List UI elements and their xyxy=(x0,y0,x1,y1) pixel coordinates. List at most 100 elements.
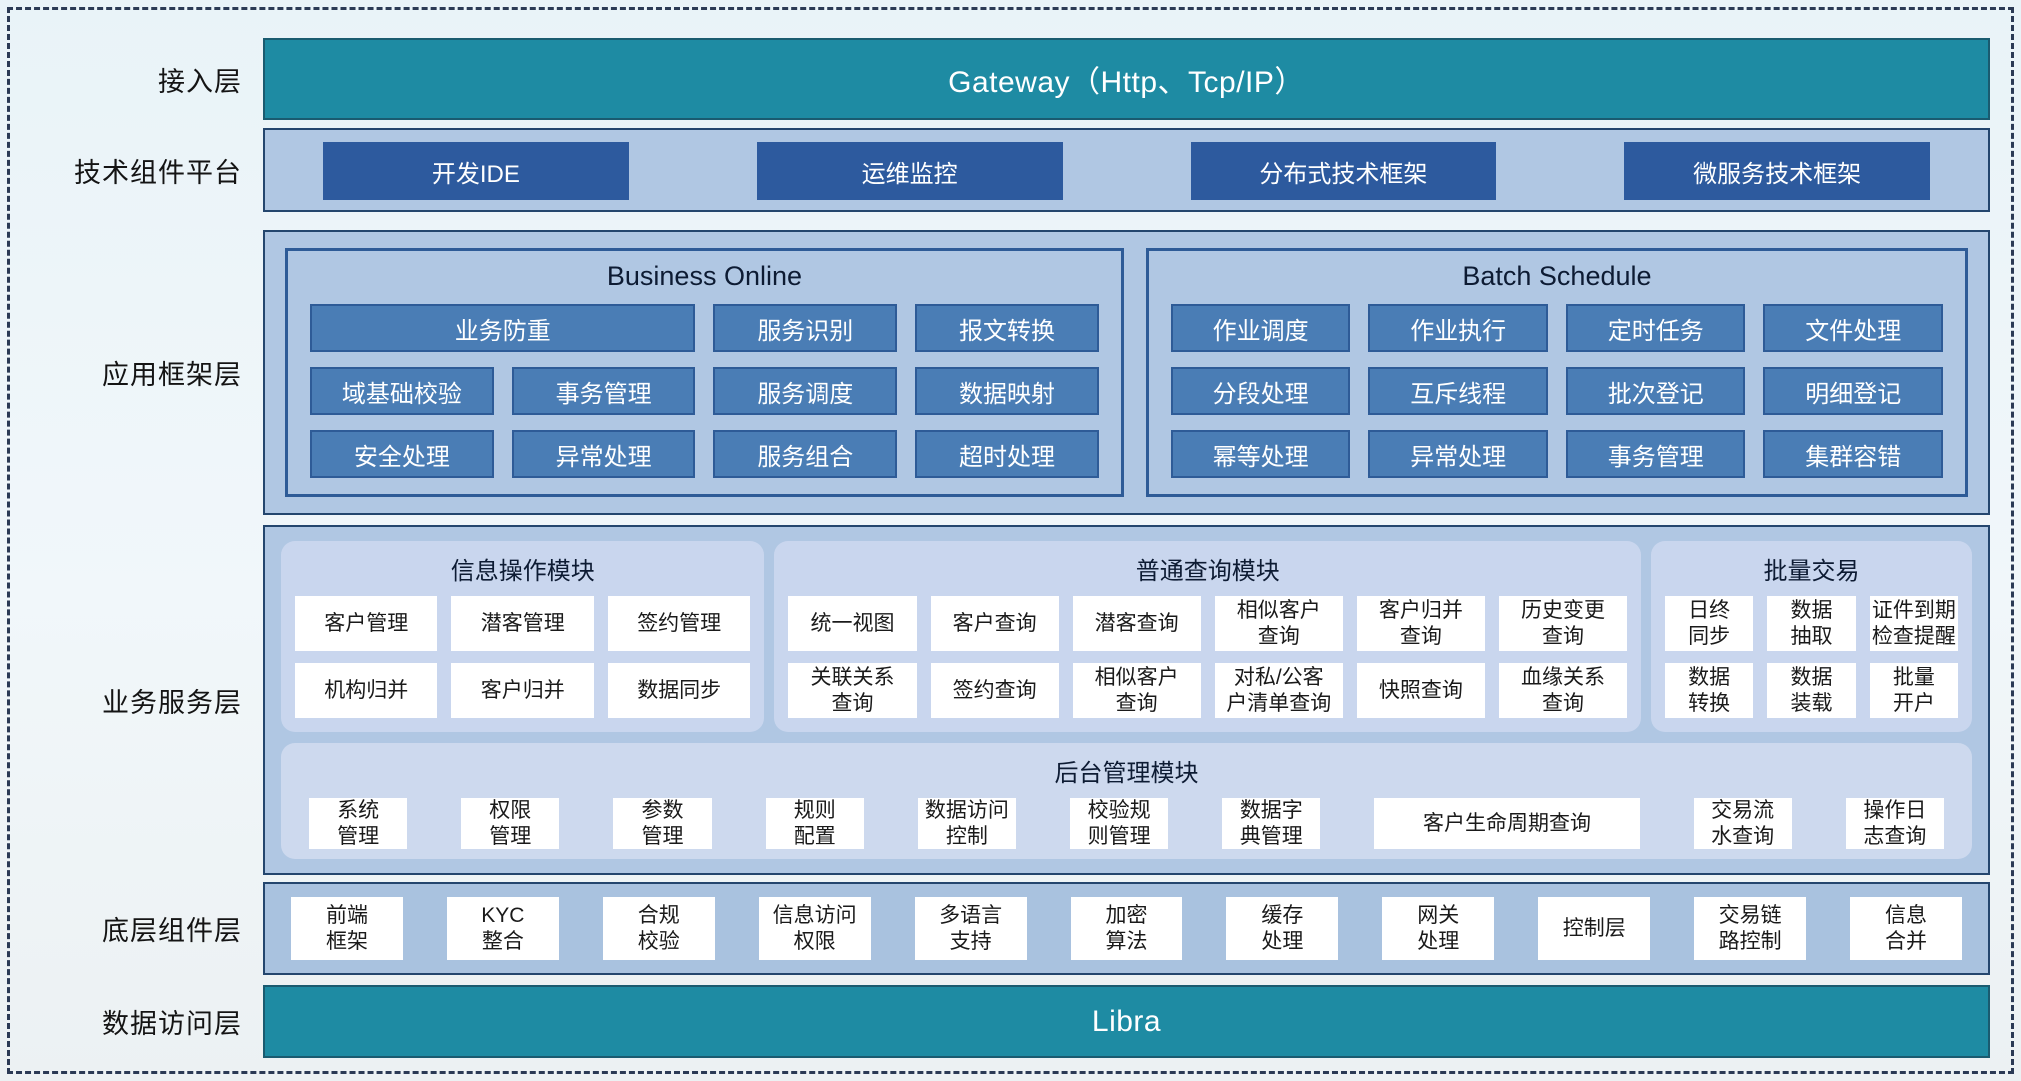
admin-module-button[interactable]: 参数 管理 xyxy=(613,798,712,850)
business-online-button[interactable]: 业务防重 xyxy=(310,304,696,352)
info-operation-button[interactable]: 客户归并 xyxy=(451,663,594,719)
common-query-button[interactable]: 客户查询 xyxy=(930,596,1059,652)
base-component-button[interactable]: 前端 框架 xyxy=(291,897,403,960)
tech-platform-button[interactable]: 微服务技术框架 xyxy=(1624,142,1930,200)
batch-schedule-button[interactable]: 集群容错 xyxy=(1763,430,1943,478)
batch-schedule-button[interactable]: 幂等处理 xyxy=(1170,430,1351,478)
batch-schedule-button[interactable]: 事务管理 xyxy=(1565,430,1746,478)
common-query-grid: 统一视图客户查询潜客查询相似客户 查询客户归并 查询历史变更 查询关联关系 查询… xyxy=(788,596,1628,719)
business-online-grid: 业务防重服务识别报文转换域基础校验事务管理服务调度数据映射安全处理异常处理服务组… xyxy=(310,304,1099,478)
batch-schedule-button[interactable]: 明细登记 xyxy=(1763,367,1943,415)
base-component-button[interactable]: 合规 校验 xyxy=(602,897,715,960)
tech-platform-panel: 开发IDE 运维监控 分布式技术框架 微服务技术框架 xyxy=(263,128,1990,212)
libra-bar: Libra xyxy=(263,985,1990,1058)
business-online-button[interactable]: 超时处理 xyxy=(915,430,1099,478)
batch-schedule-button[interactable]: 作业执行 xyxy=(1368,304,1548,352)
batch-schedule-button[interactable]: 文件处理 xyxy=(1763,304,1943,352)
admin-module-row: 系统 管理 权限 管理 参数 管理 规则 配置 数据访问 控制 校验规 则管理 数据字 典管… xyxy=(309,798,1944,850)
batch-schedule-button[interactable]: 分段处理 xyxy=(1170,367,1351,415)
batch-schedule-box: Batch Schedule 作业调度作业执行定时任务文件处理分段处理互斥线程批… xyxy=(1145,248,1968,497)
business-online-button[interactable]: 域基础校验 xyxy=(310,367,494,415)
base-component-button[interactable]: 信息访问 权限 xyxy=(758,897,871,960)
batch-trade-button[interactable]: 证件到期 检查提醒 xyxy=(1869,596,1958,652)
batch-schedule-button[interactable]: 批次登记 xyxy=(1565,367,1746,415)
common-query-button[interactable]: 快照查询 xyxy=(1356,663,1485,719)
batch-schedule-title: Batch Schedule xyxy=(1462,261,1652,291)
common-query-button[interactable]: 客户归并 查询 xyxy=(1356,596,1485,652)
common-query-button[interactable]: 潜客查询 xyxy=(1072,596,1201,652)
layer-label-base-component: 底层组件层 xyxy=(102,916,242,946)
common-query-module: 普通查询模块 统一视图客户查询潜客查询相似客户 查询客户归并 查询历史变更 查询… xyxy=(774,541,1642,733)
business-online-button[interactable]: 服务调度 xyxy=(713,367,898,415)
admin-module-button[interactable]: 数据字 典管理 xyxy=(1222,798,1321,850)
batch-trade-button[interactable]: 数据 装载 xyxy=(1767,663,1856,719)
layer-label-tech-platform: 技术组件平台 xyxy=(74,157,242,188)
admin-module-title: 后台管理模块 xyxy=(1054,760,1199,788)
info-operation-module: 信息操作模块 客户管理潜客管理签约管理机构归并客户归并数据同步 xyxy=(281,541,765,733)
common-query-button[interactable]: 相似客户 查询 xyxy=(1072,663,1201,719)
info-operation-button[interactable]: 客户管理 xyxy=(295,596,438,652)
batch-schedule-button[interactable]: 作业调度 xyxy=(1170,304,1351,352)
batch-schedule-grid: 作业调度作业执行定时任务文件处理分段处理互斥线程批次登记明细登记幂等处理异常处理… xyxy=(1170,304,1943,478)
admin-module-button[interactable]: 客户生命周期查询 xyxy=(1374,798,1640,850)
batch-schedule-button[interactable]: 定时任务 xyxy=(1565,304,1746,352)
business-online-box: Business Online 业务防重服务识别报文转换域基础校验事务管理服务调… xyxy=(285,248,1124,497)
batch-trade-button[interactable]: 数据 转换 xyxy=(1665,663,1754,719)
layer-label-access: 接入层 xyxy=(158,66,242,97)
common-query-button[interactable]: 统一视图 xyxy=(788,596,917,652)
business-online-button[interactable]: 事务管理 xyxy=(511,367,696,415)
admin-module: 后台管理模块 系统 管理 权限 管理 参数 管理 规则 配置 数据访问 控制 校验规 则管… xyxy=(281,743,1972,859)
common-query-module-title: 普通查询模块 xyxy=(1135,558,1280,585)
admin-module-button[interactable]: 规则 配置 xyxy=(765,798,864,850)
base-component-button[interactable]: 加密 算法 xyxy=(1070,897,1183,960)
base-component-button[interactable]: 交易链 路控制 xyxy=(1694,897,1807,960)
info-operation-button[interactable]: 机构归并 xyxy=(295,663,438,719)
business-online-button[interactable]: 数据映射 xyxy=(915,367,1099,415)
base-component-button[interactable]: 网关 处理 xyxy=(1382,897,1495,960)
batch-trade-button[interactable]: 日终 同步 xyxy=(1665,596,1754,652)
common-query-button[interactable]: 相似客户 查询 xyxy=(1214,596,1343,652)
base-component-panel: 前端 框架 KYC 整合合规 校验信息访问 权限多语言 支持加密 算法缓存 处理网… xyxy=(263,882,1990,975)
business-online-button[interactable]: 服务识别 xyxy=(713,304,898,352)
business-service-modules-row: 信息操作模块 客户管理潜客管理签约管理机构归并客户归并数据同步 普通查询模块 统… xyxy=(281,541,1972,733)
business-online-button[interactable]: 异常处理 xyxy=(511,430,696,478)
layer-label-app-framework: 应用框架层 xyxy=(102,360,242,390)
layer-label-data-access: 数据访问层 xyxy=(102,1009,242,1039)
admin-module-button[interactable]: 操作日 志查询 xyxy=(1845,798,1944,850)
tech-platform-button[interactable]: 分布式技术框架 xyxy=(1190,142,1497,200)
business-online-button[interactable]: 服务组合 xyxy=(713,430,898,478)
batch-trade-module: 批量交易 日终 同步数据 抽取证件到期 检查提醒数据 转换数据 装载批量 开户 xyxy=(1651,541,1972,733)
admin-module-button[interactable]: 校验规 则管理 xyxy=(1070,798,1169,850)
info-operation-module-title: 信息操作模块 xyxy=(450,558,595,585)
business-online-button[interactable]: 安全处理 xyxy=(310,430,494,478)
info-operation-button[interactable]: 签约管理 xyxy=(607,596,751,652)
base-component-button[interactable]: 控制层 xyxy=(1538,897,1651,960)
base-component-button[interactable]: 多语言 支持 xyxy=(914,897,1027,960)
common-query-button[interactable]: 历史变更 查询 xyxy=(1498,596,1628,652)
batch-trade-button[interactable]: 批量 开户 xyxy=(1869,663,1958,719)
layer-label-business-service: 业务服务层 xyxy=(102,687,242,718)
tech-platform-button[interactable]: 运维监控 xyxy=(756,142,1063,200)
common-query-button[interactable]: 关联关系 查询 xyxy=(788,663,917,719)
batch-schedule-button[interactable]: 互斥线程 xyxy=(1368,367,1548,415)
admin-module-button[interactable]: 权限 管理 xyxy=(461,798,560,850)
business-online-title: Business Online xyxy=(606,261,802,291)
base-component-button[interactable]: 缓存 处理 xyxy=(1226,897,1339,960)
info-operation-button[interactable]: 数据同步 xyxy=(607,663,751,719)
gateway-bar: Gateway（Http、Tcp/IP） xyxy=(263,38,1990,120)
info-operation-button[interactable]: 潜客管理 xyxy=(451,596,594,652)
base-component-button[interactable]: 信息 合并 xyxy=(1850,897,1962,960)
admin-module-button[interactable]: 交易流 水查询 xyxy=(1693,798,1792,850)
tech-platform-button[interactable]: 开发IDE xyxy=(323,142,629,200)
common-query-button[interactable]: 对私/公客 户清单查询 xyxy=(1214,663,1343,719)
business-online-button[interactable]: 报文转换 xyxy=(915,304,1099,352)
batch-trade-button[interactable]: 数据 抽取 xyxy=(1767,596,1856,652)
common-query-button[interactable]: 血缘关系 查询 xyxy=(1498,663,1628,719)
admin-module-button[interactable]: 数据访问 控制 xyxy=(917,798,1017,850)
batch-schedule-button[interactable]: 异常处理 xyxy=(1368,430,1548,478)
admin-module-button[interactable]: 系统 管理 xyxy=(309,798,408,850)
base-component-button[interactable]: KYC 整合 xyxy=(446,897,559,960)
common-query-button[interactable]: 签约查询 xyxy=(930,663,1059,719)
info-operation-grid: 客户管理潜客管理签约管理机构归并客户归并数据同步 xyxy=(295,596,751,719)
